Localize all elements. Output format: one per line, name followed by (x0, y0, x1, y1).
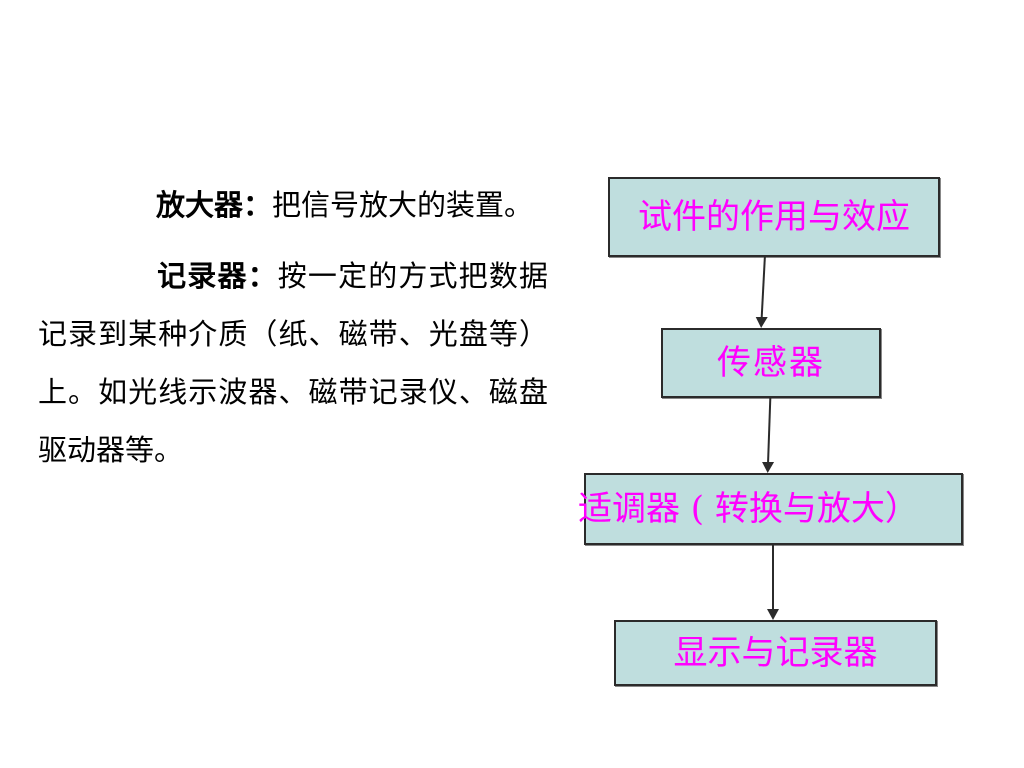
flow-node-label: 显示与记录器 (673, 633, 878, 673)
flow-node-sensor[interactable]: 传感器 (661, 328, 881, 398)
definition-amplifier: 把信号放大的装置。 (272, 188, 534, 222)
text-column: 放大器：把信号放大的装置。 记录器：按一定的方式把数据记录到某种介质（纸、磁带、… (38, 176, 548, 479)
flow-node-display-recorder[interactable]: 显示与记录器 (614, 620, 937, 686)
flow-arrow-sensor-to-conditioner (761, 398, 775, 473)
definition-recorder: 按一定的方式把数据记录到某种介质（纸、磁带、光盘等）上。如光线示波器、磁带记录仪… (38, 259, 548, 467)
term-amplifier: 放大器 (156, 188, 244, 222)
paragraph-recorder: 记录器：按一定的方式把数据记录到某种介质（纸、磁带、光盘等）上。如光线示波器、磁… (38, 247, 548, 479)
flow-arrow-specimen-to-sensor (755, 257, 768, 328)
flow-node-conditioner[interactable]: 适调器 ( 转换与放大） (578, 473, 963, 545)
term-amplifier-colon: ： (243, 188, 273, 222)
arrow-head-down-icon (767, 609, 779, 620)
paragraph-amplifier: 放大器：把信号放大的装置。 (38, 176, 548, 234)
arrow-shaft (767, 398, 772, 464)
arrow-shaft (772, 545, 774, 611)
flow-node-label: 试件的作用与效应 (638, 197, 910, 237)
term-recorder: 记录器 (156, 259, 248, 293)
arrow-head-down-icon (755, 317, 768, 328)
flow-node-specimen-effect[interactable]: 试件的作用与效应 (608, 177, 940, 257)
flow-node-label: 适调器 ( 转换与放大） (578, 489, 919, 529)
flow-node-label: 传感器 (717, 343, 825, 383)
arrow-shaft (760, 257, 766, 319)
arrow-head-down-icon (761, 462, 775, 473)
term-recorder-colon: ： (247, 259, 278, 293)
